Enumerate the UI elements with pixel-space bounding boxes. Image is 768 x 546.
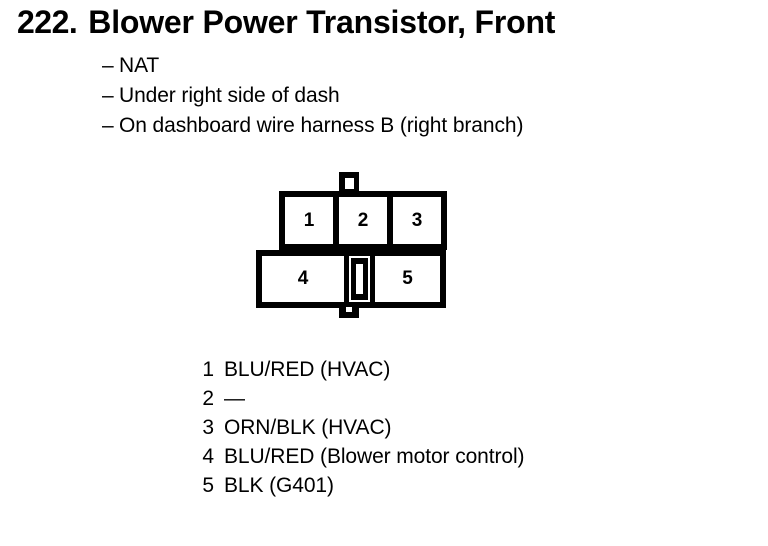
pin-legend-description: BLK (G401) xyxy=(224,474,334,497)
pin-legend-description: — xyxy=(224,387,245,410)
pin-legend-description: ORN/BLK (HVAC) xyxy=(224,416,392,439)
connector-pin-cell-5: 5 xyxy=(375,256,440,302)
pin-legend: 1 BLU/RED (HVAC) 2 — 3 ORN/BLK (HVAC) 4 … xyxy=(196,355,524,500)
connector-top-row: 1 2 3 xyxy=(279,191,447,250)
pin-legend-row: 3 ORN/BLK (HVAC) xyxy=(196,413,524,442)
description-item-label: On dashboard wire harness B (right branc… xyxy=(119,114,524,137)
connector-pin-cell-2: 2 xyxy=(339,197,387,244)
description-item: – On dashboard wire harness B (right bra… xyxy=(102,111,702,141)
connector-keying-slot-icon xyxy=(349,256,370,302)
pin-legend-number: 4 xyxy=(202,445,214,468)
pin-legend-number: 5 xyxy=(202,474,214,497)
description-list: – NAT – Under right side of dash – On da… xyxy=(102,51,702,141)
connector-pin-cell-4: 4 xyxy=(262,256,344,302)
connector-top-tab-hole xyxy=(345,178,354,189)
pin-legend-number: 3 xyxy=(202,416,214,439)
pin-legend-row: 5 BLK (G401) xyxy=(196,471,524,500)
pin-legend-number: 1 xyxy=(202,358,214,381)
connector-keying-slot-inner xyxy=(356,264,363,294)
dash-bullet-icon: – xyxy=(102,114,114,137)
description-item: – Under right side of dash xyxy=(102,81,702,111)
connector-top-locking-tab-icon xyxy=(339,172,359,194)
connector-pin-cell-1: 1 xyxy=(285,197,333,244)
page-title-number: 222. xyxy=(17,4,78,40)
connector-bottom-locking-tab-icon xyxy=(339,305,359,318)
pin-legend-description: BLU/RED (Blower motor control) xyxy=(224,445,525,468)
pin-legend-row: 4 BLU/RED (Blower motor control) xyxy=(196,442,524,471)
pin-legend-row: 1 BLU/RED (HVAC) xyxy=(196,355,524,384)
page-title: 222. Blower Power Transistor, Front xyxy=(17,4,555,41)
pin-legend-row: 2 — xyxy=(196,384,524,413)
dash-bullet-icon: – xyxy=(102,54,114,77)
connector-pin-cell-3: 3 xyxy=(393,197,441,244)
dash-bullet-icon: – xyxy=(102,84,114,107)
pin-legend-description: BLU/RED (HVAC) xyxy=(224,358,391,381)
page-title-text: Blower Power Transistor, Front xyxy=(88,4,556,40)
description-item: – NAT xyxy=(102,51,702,81)
connector-bottom-row: 4 5 xyxy=(256,250,446,308)
connector-diagram: 1 2 3 4 5 xyxy=(254,172,447,320)
description-item-label: Under right side of dash xyxy=(119,84,340,107)
pin-legend-number: 2 xyxy=(202,387,214,410)
connector-bottom-tab-hole xyxy=(346,307,352,312)
description-item-label: NAT xyxy=(119,54,160,77)
